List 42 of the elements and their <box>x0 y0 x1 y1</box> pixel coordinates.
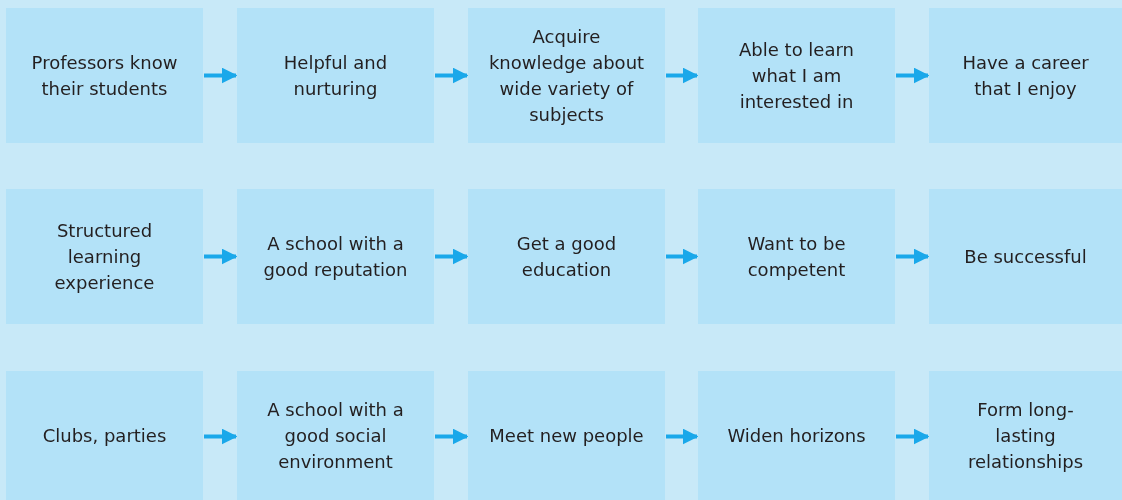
box-text: Helpful and nurturing <box>282 50 389 101</box>
arrow <box>435 248 469 265</box>
process-box <box>6 371 203 500</box>
box-text: Get a good education <box>515 231 618 282</box>
box-text: Be successful <box>964 244 1087 269</box>
box-text: Professors know their students <box>30 50 179 101</box>
box-text: Widen horizons <box>727 423 866 448</box>
process-box <box>6 8 203 143</box>
box-text: Able to learn what I am interested in <box>738 37 855 114</box>
process-box <box>698 189 895 324</box>
box-text: A school with a good social environment <box>266 397 405 474</box>
process-box <box>698 371 895 500</box>
box-text: Want to be competent <box>746 231 847 282</box>
arrow <box>896 428 930 445</box>
arrow <box>435 428 469 445</box>
arrow <box>896 248 930 265</box>
box-text: Acquire knowledge about wide variety of subjects <box>487 24 646 127</box>
arrow <box>204 248 238 265</box>
arrow <box>204 428 238 445</box>
process-box <box>929 189 1122 324</box>
arrow <box>204 67 238 84</box>
arrow <box>896 67 930 84</box>
process-box <box>698 8 895 143</box>
box-text: Structured learning experience <box>53 218 156 295</box>
arrow <box>666 67 699 84</box>
arrow <box>666 428 699 445</box>
box-text: Clubs, parties <box>42 423 167 448</box>
process-box <box>237 189 434 324</box>
process-box <box>468 371 665 500</box>
box-text: A school with a good reputation <box>262 231 409 282</box>
process-box <box>468 189 665 324</box>
box-text: Have a career that I enjoy <box>961 50 1090 101</box>
process-box <box>237 371 434 500</box>
process-box <box>6 189 203 324</box>
arrow <box>666 248 699 265</box>
process-box <box>929 8 1122 143</box>
box-text: Form long-lasting relationships <box>966 397 1085 474</box>
process-box <box>929 371 1122 500</box>
box-text: Meet new people <box>489 423 644 448</box>
process-box <box>237 8 434 143</box>
process-box <box>468 8 665 143</box>
arrow <box>435 67 469 84</box>
